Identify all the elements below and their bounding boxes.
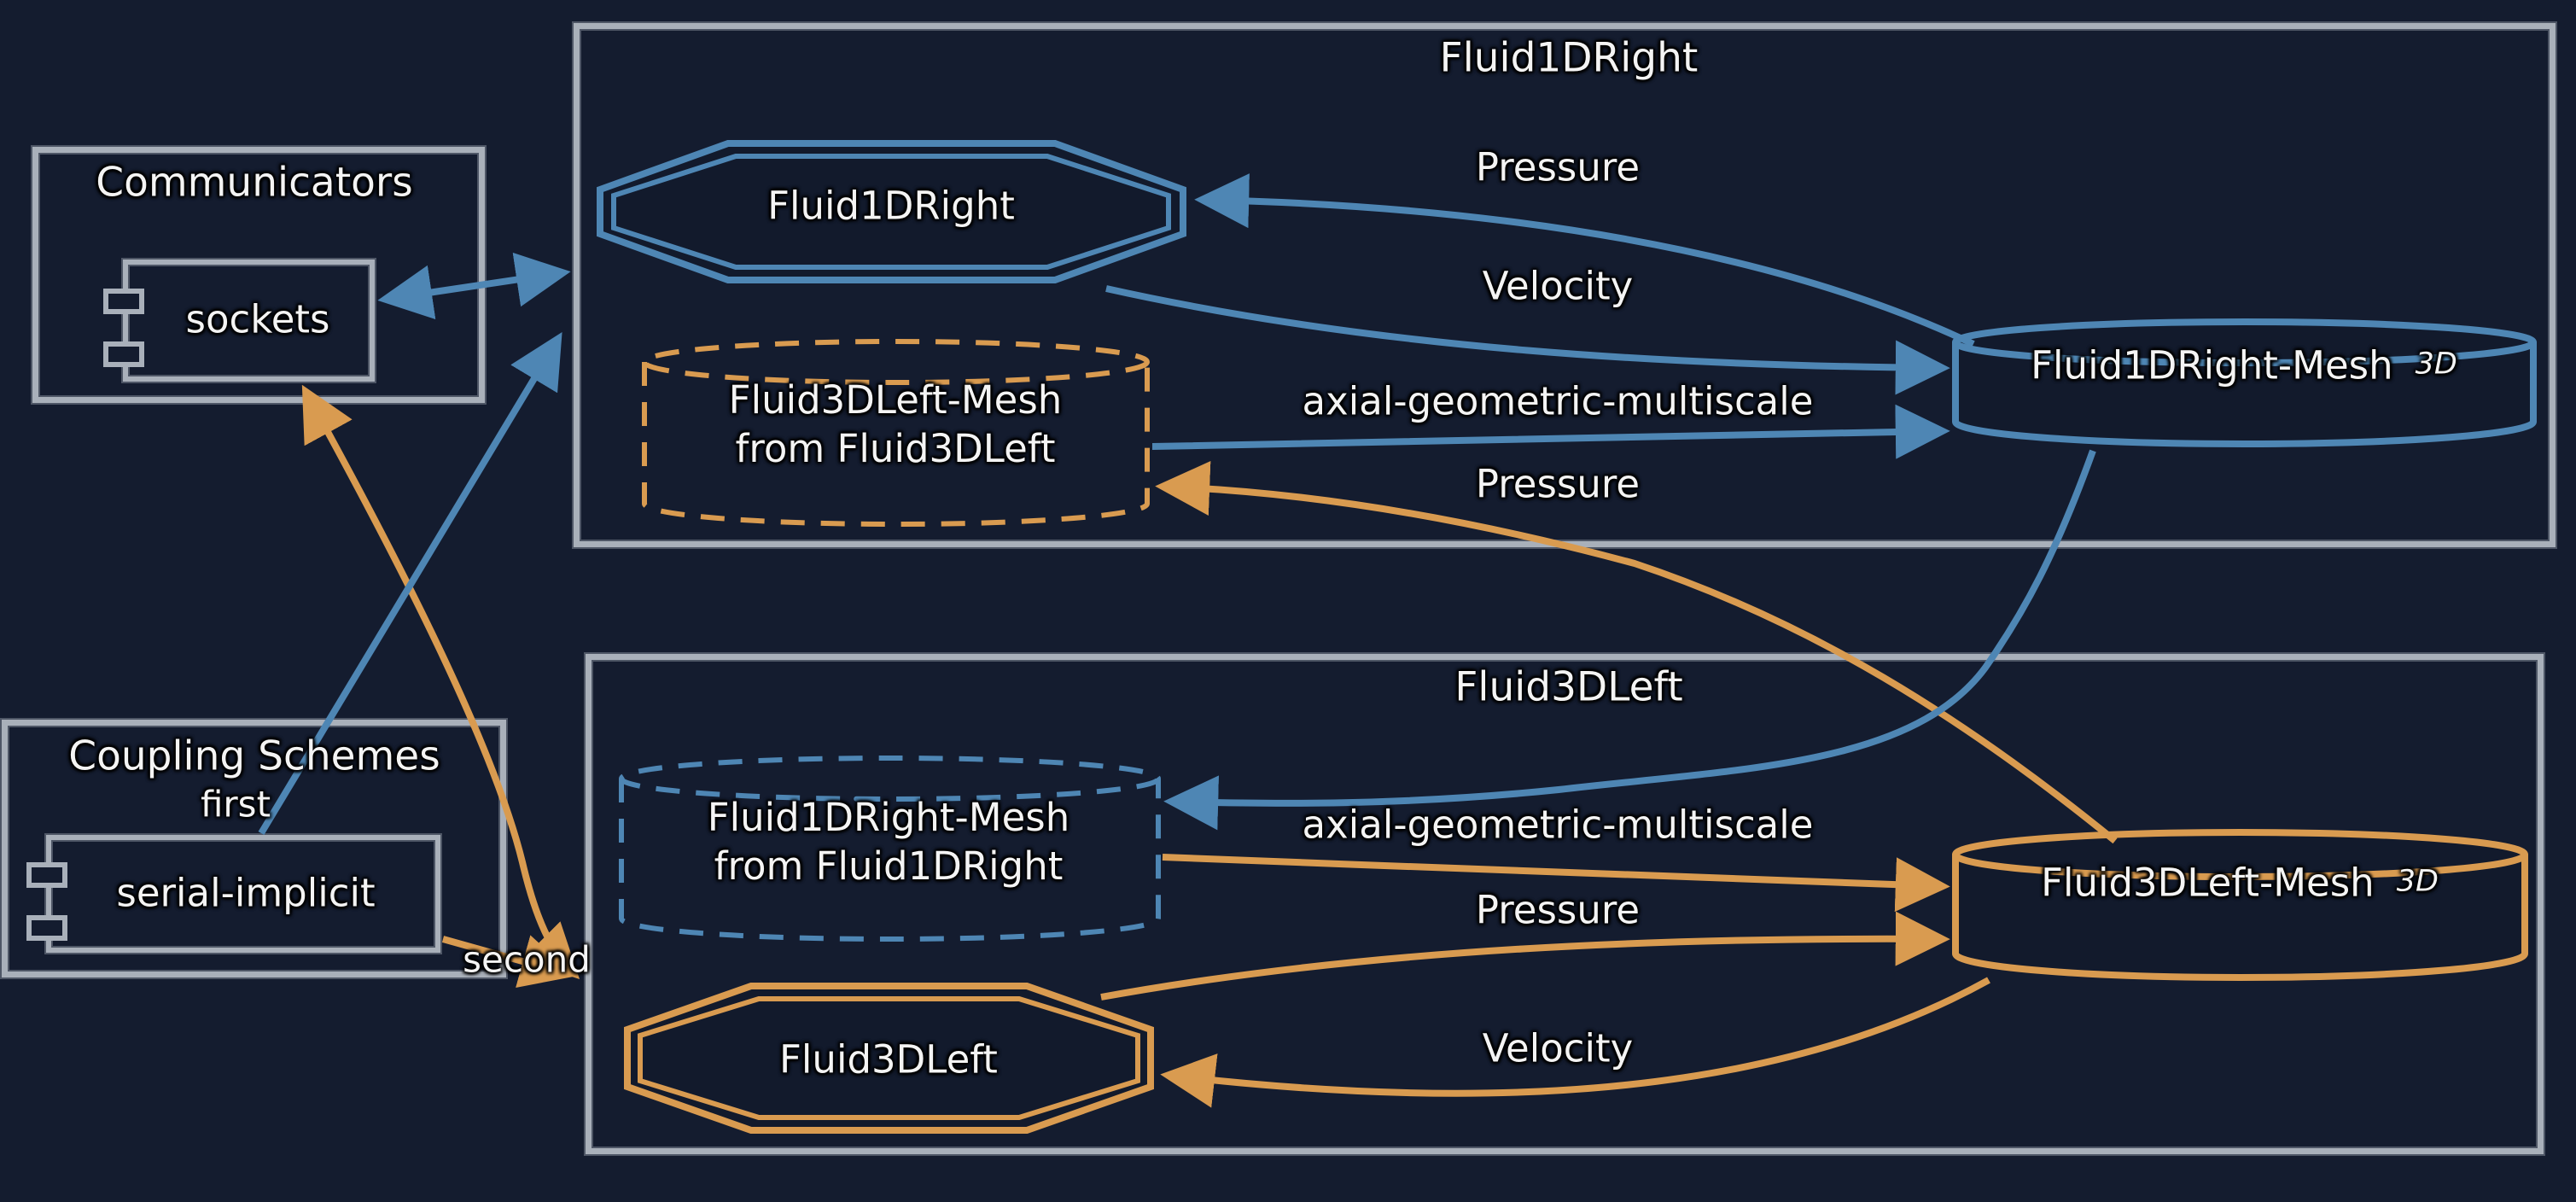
velocity-read-edge-label: Velocity [1482,1025,1634,1071]
sockets-component-tab-icon [103,289,144,314]
fluid3dleft-octagon-label: Fluid3DLeft [779,1036,998,1082]
serial-implicit-component-tab-icon [26,862,67,888]
pressure-read-edge-label: Pressure [1475,144,1641,190]
fluid3dleft-mesh-dimension-badge: 3D [2396,864,2439,898]
serial-implicit-component-label: serial-implicit [116,870,376,916]
communicators-title: Communicators [96,159,413,207]
fluid1dright-received-mesh-shape [642,339,1150,527]
second-edge-label: second [463,938,591,981]
pressure-write-edge [1100,911,1950,1001]
fluid3dleft-box-title: Fluid3DLeft [1454,663,1683,711]
coupling-schemes-title: Coupling Schemes [68,732,440,780]
fluid1dright-box-title: Fluid1DRight [1439,34,1699,82]
fluid3dleft-mesh-label: Fluid3DLeft-Mesh [2041,860,2375,906]
fluid1dright-mesh-label: Fluid1DRight-Mesh [2031,342,2393,388]
fluid1dright-mesh-cylinder [1952,318,2537,447]
fluid3dleft-mapping-edge-label: axial-geometric-multiscale [1302,802,1814,848]
fluid3dleft-mapping-edge [1162,854,1950,913]
velocity-read-edge [1160,977,1990,1108]
fluid3dleft-received-mesh-shape [619,756,1161,942]
fluid1dright-received-mesh-label: Fluid3DLeft-Mesh from Fluid3DLeft [728,377,1063,471]
serial-implicit-component-tab-icon [26,915,67,941]
pressure-exchange-edge [1155,461,2118,844]
sockets-fluid1dright-edge [377,252,571,320]
velocity-write-edge-label: Velocity [1482,263,1634,309]
fluid3dleft-participant-box [586,654,2544,1154]
sockets-component-label: sockets [185,296,330,342]
second-participant-edge [441,935,576,989]
fluid1dright-mapping-edge [1151,404,1950,459]
velocity-write-edge [1105,285,1950,395]
fluid3dleft-mesh-label-row: Fluid3DLeft-Mesh 3D [2041,861,2439,906]
fluid1dright-octagon [597,140,1186,283]
sockets-component-tab-icon [103,341,144,367]
fluid1dright-octagon-label: Fluid1DRight [767,183,1015,229]
fluid3dleft-octagon [624,983,1154,1134]
pressure-write-edge-label: Pressure [1475,887,1641,933]
pressure-read-edge [1194,173,1975,347]
velocity-exchange-edge [1163,449,2096,831]
fluid3dleft-mesh-cylinder [1952,829,2528,981]
first-participant-edge [258,332,562,836]
fluid1dright-mesh-label-row: Fluid1DRight-Mesh 3D [2031,343,2457,388]
pressure-exchange-edge-label: Pressure [1475,461,1641,507]
fluid1dright-mesh-dimension-badge: 3D [2415,347,2457,381]
sockets-fluid3dleft-edge [301,384,580,980]
fluid1dright-mapping-edge-label: axial-geometric-multiscale [1302,378,1814,424]
fluid3dleft-received-mesh-label: Fluid1DRight-Mesh from Fluid1DRight [707,795,1070,889]
sockets-component-box [123,260,375,382]
first-edge-label: first [200,783,271,826]
